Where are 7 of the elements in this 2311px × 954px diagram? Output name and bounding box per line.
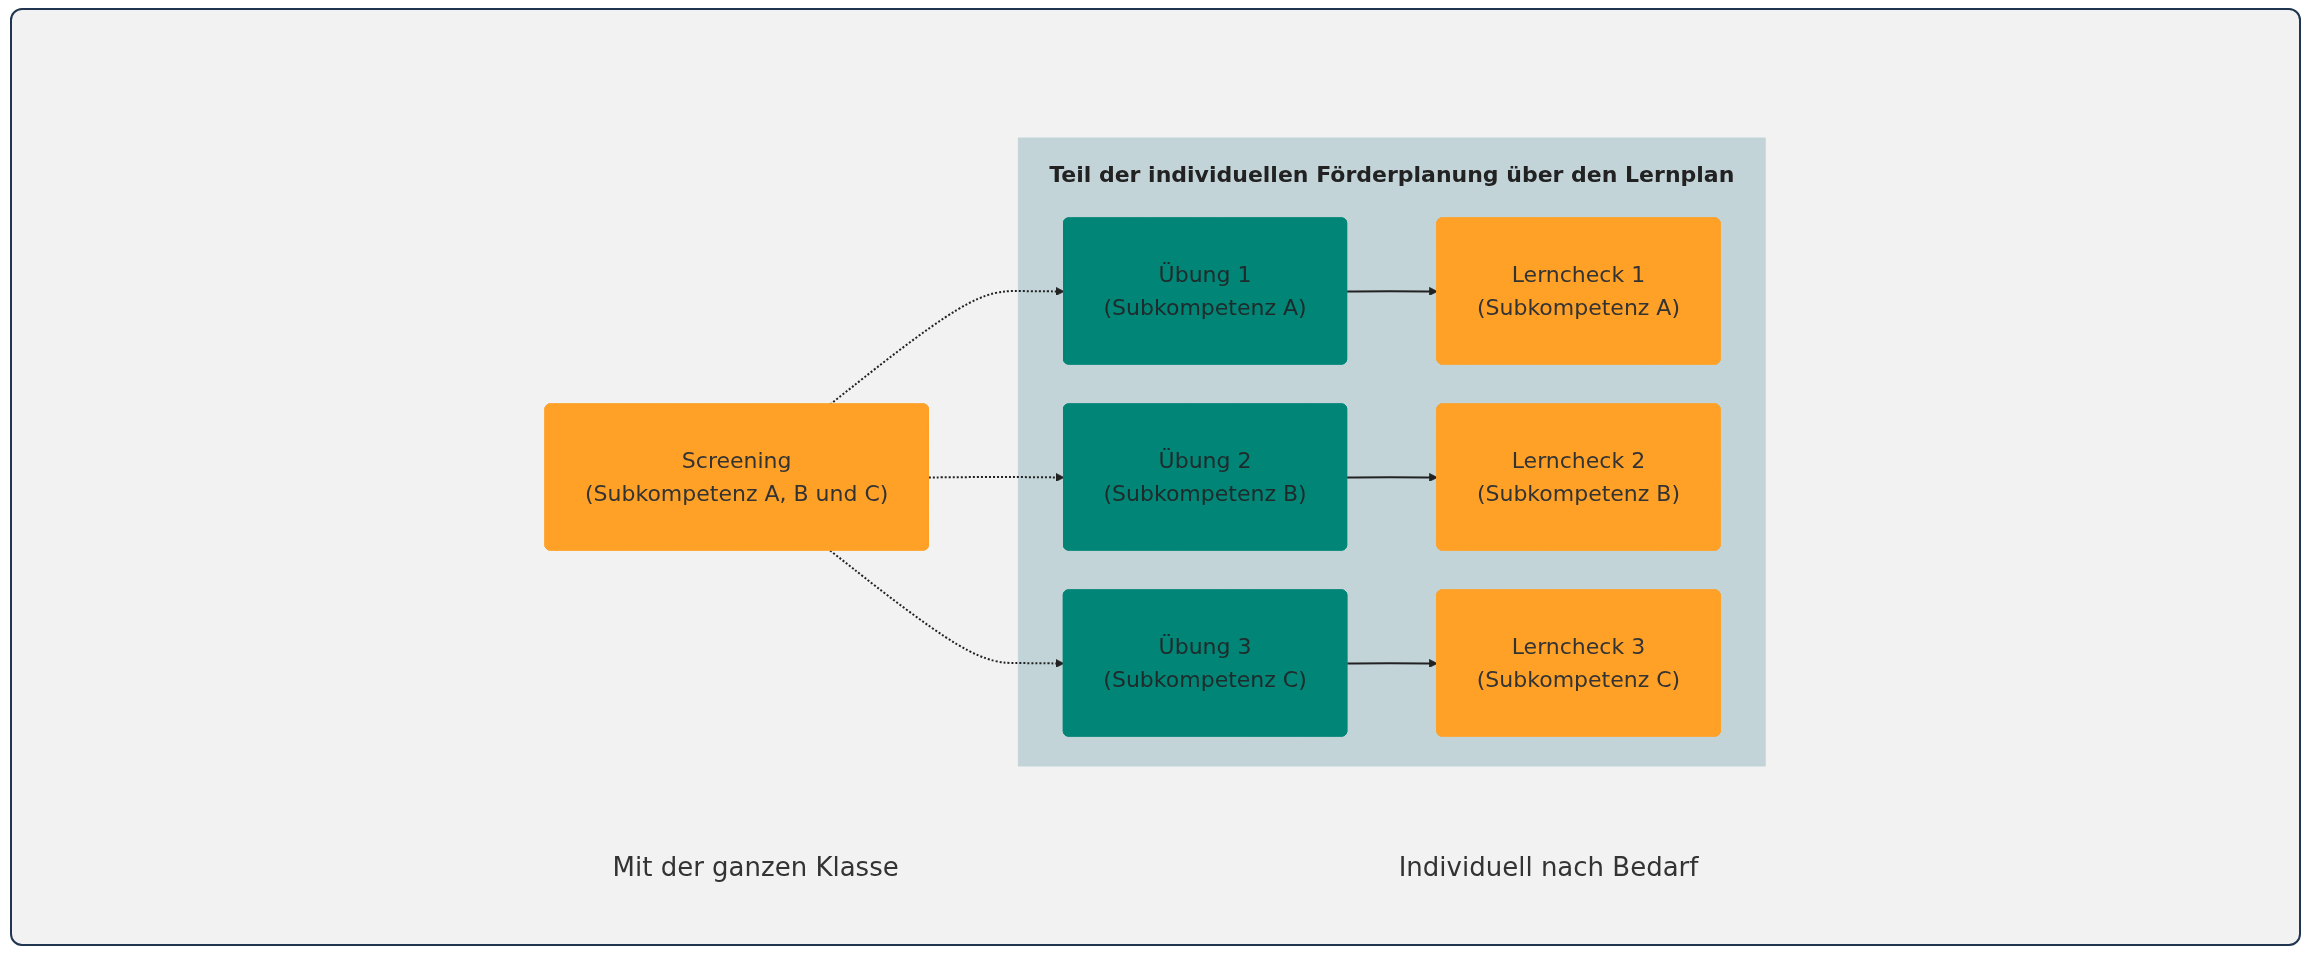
arrow: [1346, 659, 1439, 668]
arrow: [1346, 473, 1439, 482]
arrow: [829, 549, 1065, 668]
group-caption: Individuell nach Bedarf: [1398, 852, 1699, 882]
group-caption: Mit der ganzen Klasse: [612, 852, 899, 882]
arrow: [928, 473, 1065, 482]
arrow: [1346, 287, 1439, 296]
